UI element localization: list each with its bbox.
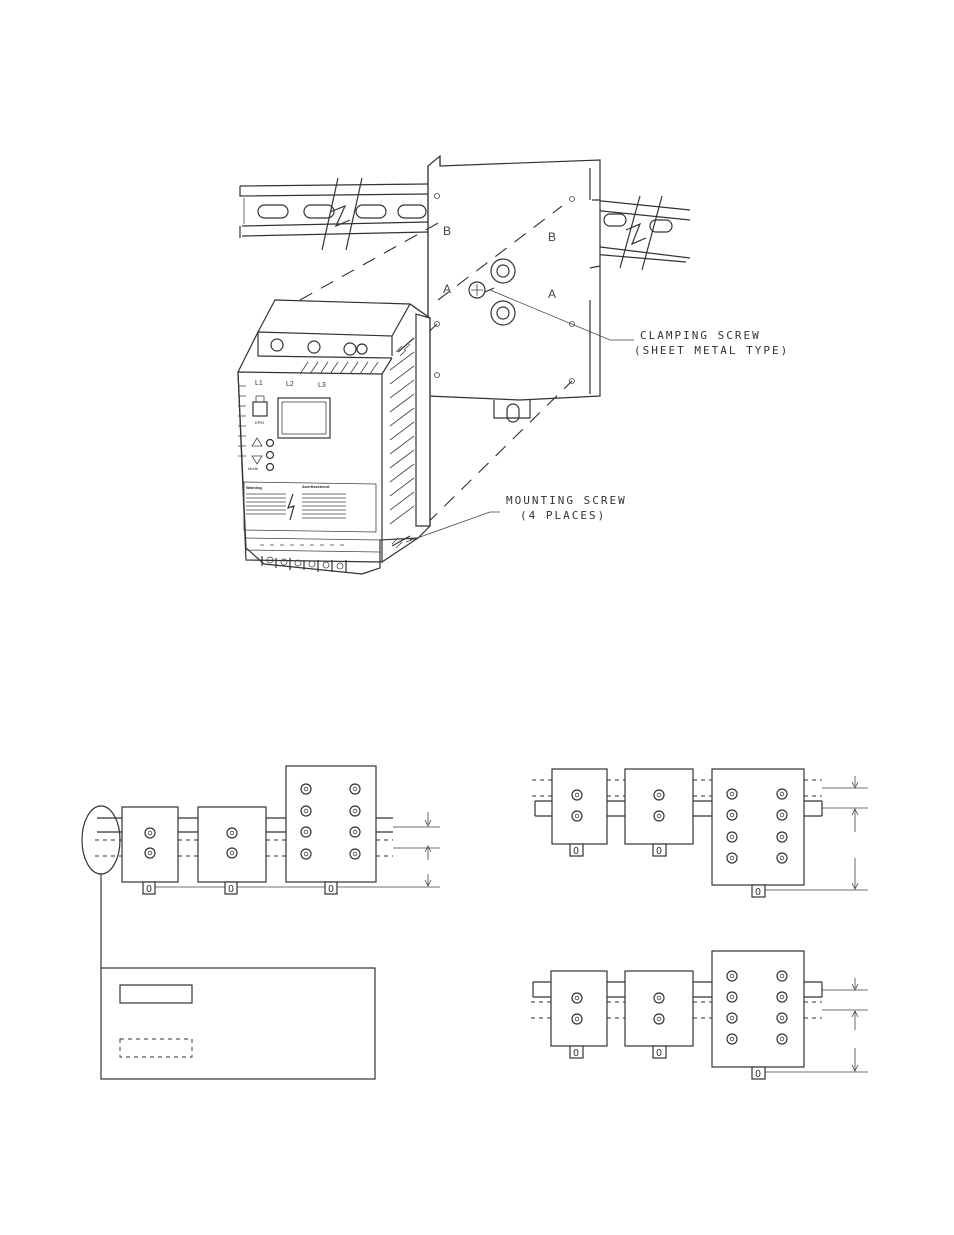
foot-mark: 0 <box>146 884 152 895</box>
bottom-right-assembly-upper: 0 0 0 <box>532 768 868 898</box>
clamping-screw-label-1: CLAMPING SCREW <box>640 329 761 342</box>
callout-leaders <box>405 289 634 543</box>
plate-mark-b-right: B <box>548 230 556 244</box>
drive-unit: L1 L2 L3 EPM Mode Warning Avertissement <box>237 299 431 575</box>
plate-mark-b-left: B <box>443 224 451 238</box>
plate-mark-a-left: A <box>443 282 451 296</box>
foot-mark: 0 <box>573 1048 579 1059</box>
terminal-label-l3: L3 <box>318 382 326 389</box>
epm-label: EPM <box>255 420 264 425</box>
foot-mark: 0 <box>656 1048 662 1059</box>
terminal-label-l1: L1 <box>255 380 263 387</box>
warning-title: Warning <box>246 485 262 490</box>
foot-mark: 0 <box>755 887 761 898</box>
plate-mark-a-right: A <box>548 287 556 301</box>
foot-mark: 0 <box>328 884 334 895</box>
din-rail-left <box>239 177 429 251</box>
bottom-right-assembly-lower: 0 0 0 <box>531 950 868 1080</box>
clamping-screw-label-2: (SHEET METAL TYPE) <box>634 344 789 357</box>
foot-mark: 0 <box>228 884 234 895</box>
din-rail-right <box>591 195 691 271</box>
bottom-left-assembly: 0 0 0 <box>81 765 440 1080</box>
mounting-plate: B B A A <box>427 154 601 423</box>
avertissement-title: Avertissement <box>302 484 330 489</box>
foot-mark: 0 <box>755 1069 761 1080</box>
mounting-screw-label-1: MOUNTING SCREW <box>506 494 627 507</box>
foot-mark: 0 <box>573 846 579 857</box>
terminal-label-l2: L2 <box>286 381 294 388</box>
mode-label: Mode <box>248 466 259 471</box>
foot-mark: 0 <box>656 846 662 857</box>
mounting-screw-label-2: (4 PLACES) <box>520 509 606 522</box>
